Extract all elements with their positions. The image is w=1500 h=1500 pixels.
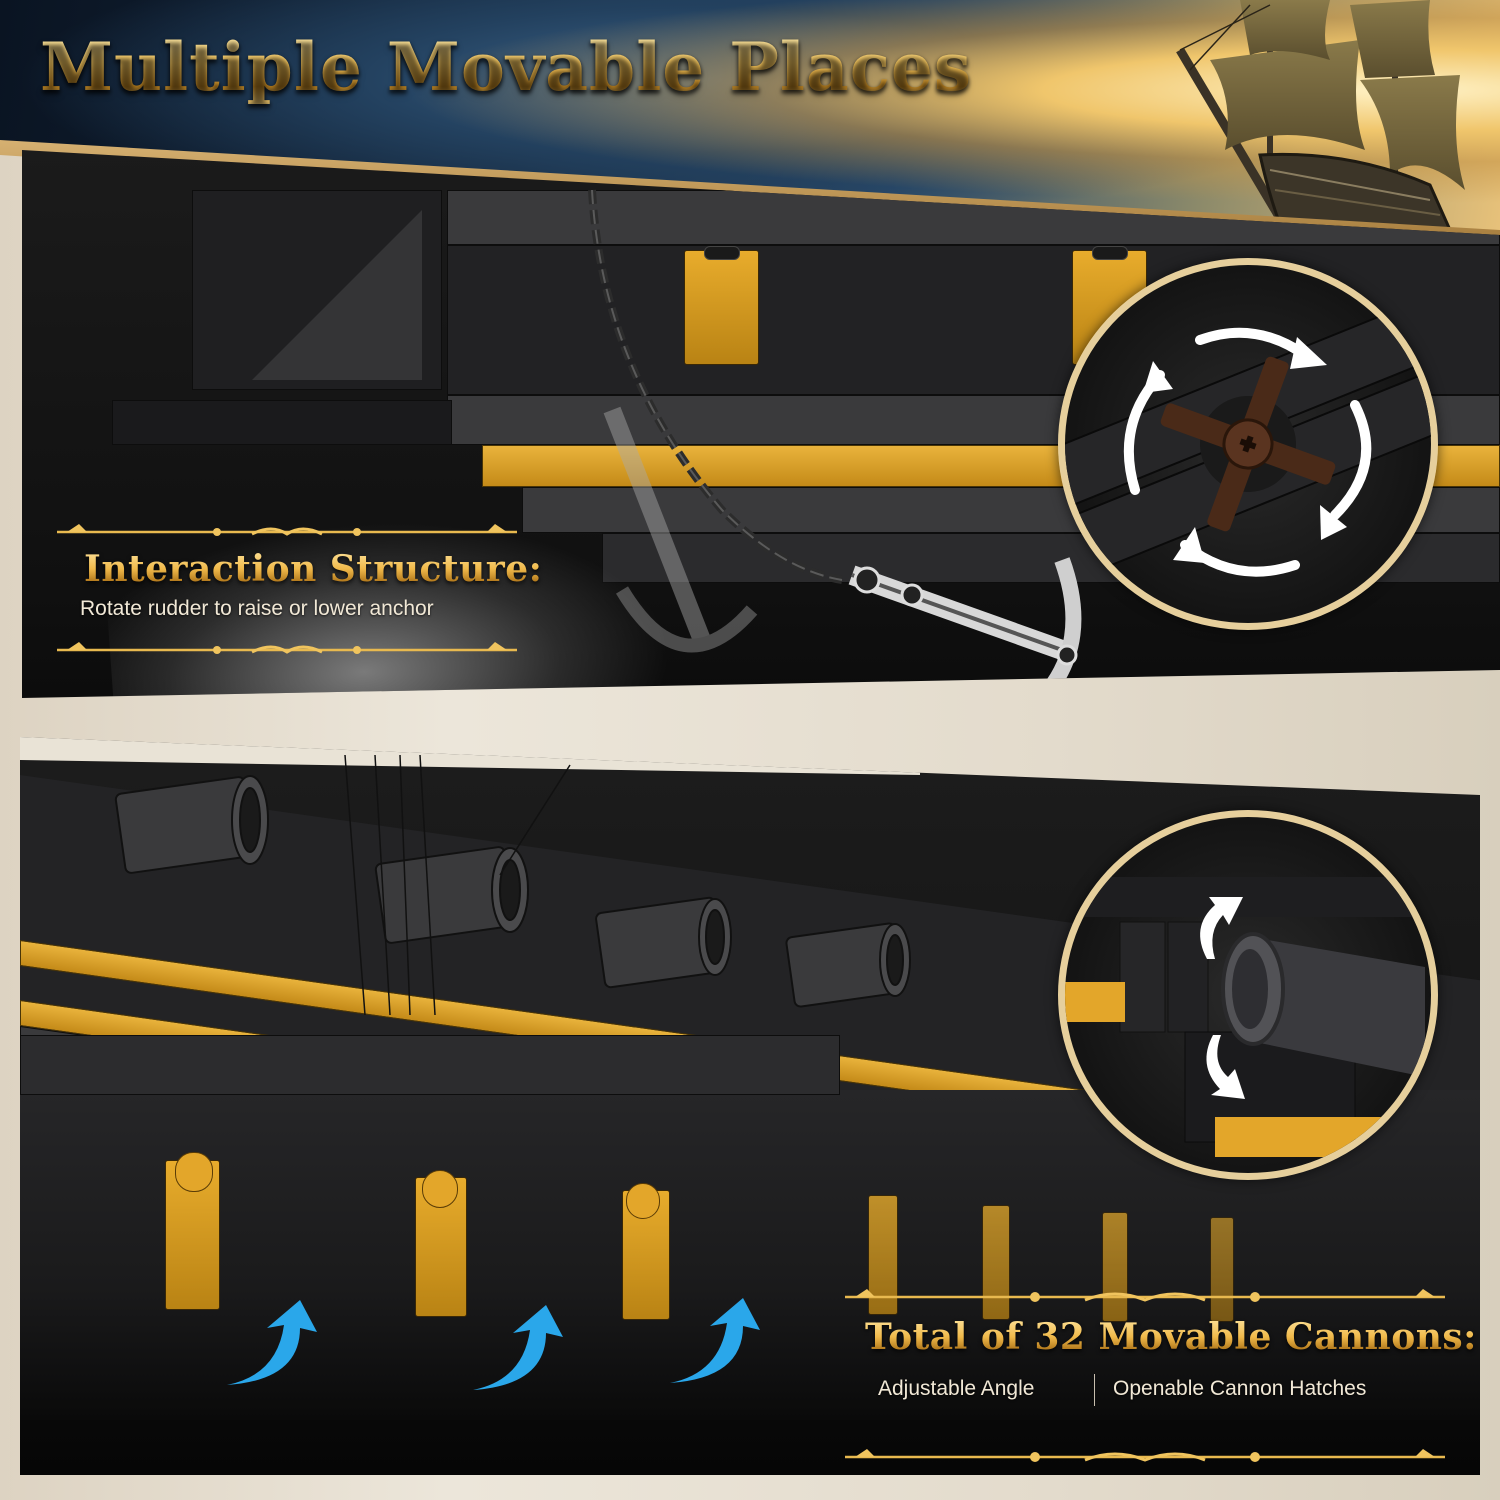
feature-openable-hatches: Openable Cannon Hatches [1113,1377,1367,1400]
hatch-hinge [175,1152,213,1192]
rudder-wheel-detail [1065,282,1431,586]
cannon [374,846,529,944]
gold-ornament-divider [57,524,517,536]
cannon-barrel-detail [1065,877,1431,1157]
gold-ornament-divider [845,1289,1445,1302]
anchor-chain-illustration [588,189,1082,698]
anchor-feature-heading: Interaction Structure: [84,548,543,590]
cannon [595,896,732,989]
cannon-hatch [684,250,759,365]
cannon-hatch-open [1102,1212,1128,1322]
anchor-feature-description: Rotate rudder to raise or lower anchor [80,597,434,620]
cannon-barrel [1221,932,1425,1077]
hull-plank [20,1035,840,1095]
gold-ornament-divider [845,1449,1445,1462]
tilt-up-down-icon [1200,897,1245,1099]
hatch-open-arrow-icon [227,1300,317,1385]
cannon-hatch-open [982,1205,1010,1320]
rudder-zoom-callout [1058,258,1438,630]
hatch-open-arrow-icon [670,1298,760,1383]
hull-plank [112,400,452,445]
cannon [785,922,911,1008]
cannon-hatch-open [1210,1217,1234,1322]
cannon-zoom-callout [1058,810,1438,1180]
feature-adjustable-angle: Adjustable Angle [878,1377,1035,1400]
cannon-row [114,755,911,1015]
hatch-hinge [422,1170,458,1208]
rudder-wheel [1160,356,1336,532]
page-title: Multiple Movable Places [40,28,973,106]
feature-separator [1094,1374,1095,1406]
hatch-hinge [626,1183,660,1219]
hull-slope [252,210,422,380]
pirate-ship-illustration [1176,0,1465,240]
hatch-open-arrow-icon [473,1305,563,1390]
hatch-hinge [704,246,740,260]
gold-ornament-divider [57,642,517,654]
cannon [114,775,269,874]
cannon-feature-heading: Total of 32 Movable Cannons: [865,1316,1477,1358]
hatch-hinge [1092,246,1128,260]
